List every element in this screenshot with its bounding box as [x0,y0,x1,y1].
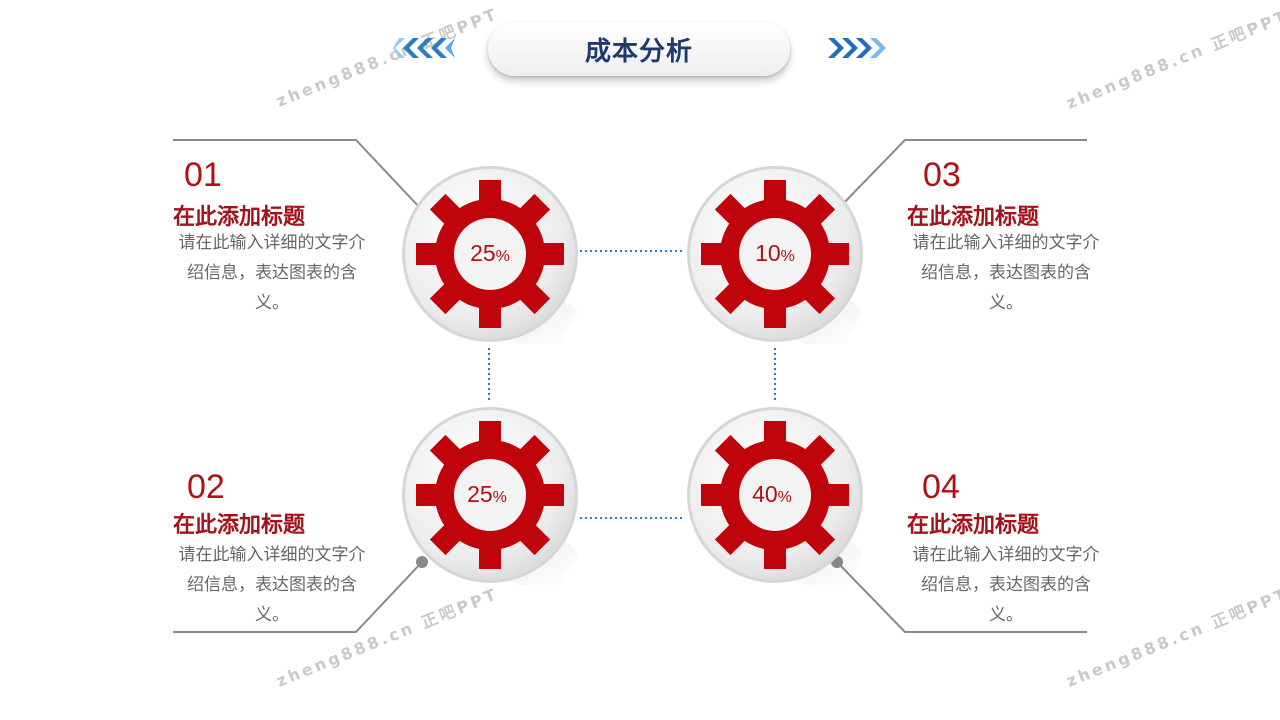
percent-value: 25 [467,481,493,507]
percent-unit: % [780,248,795,265]
percent-value: 25 [470,240,496,266]
gear-icon [687,407,863,585]
percent-unit: % [777,489,792,506]
percent-unit: % [492,489,507,506]
item-title: 在此添加标题 [173,205,306,230]
percent-label: 25% [400,240,580,267]
item-title: 在此添加标题 [907,205,1040,230]
chevrons-left-icon [393,38,455,58]
item-description: 请在此输入详细的文字介绍信息，表达图表的含义。 [912,233,1100,313]
percent-unit: % [495,248,510,265]
item-description: 请在此输入详细的文字介绍信息，表达图表的含义。 [178,233,366,313]
item-number: 03 [923,156,961,194]
gear-item-2 [400,405,580,585]
chevrons-right-icon [828,38,886,58]
item-number: 04 [922,468,960,506]
percent-label: 25% [397,481,577,508]
item-description: 请在此输入详细的文字介绍信息，表达图表的含义。 [912,545,1100,625]
page-title: 成本分析 [584,36,693,67]
item-number: 02 [187,468,225,506]
gear-item-4 [685,405,865,585]
percent-label: 40% [682,481,862,508]
gear-item-3 [685,164,865,344]
title-banner: 成本分析 [488,22,790,76]
item-title: 在此添加标题 [907,513,1040,538]
gear-icon [687,166,863,344]
item-title: 在此添加标题 [173,513,306,538]
gear-icon [402,407,578,585]
gear-item-1 [400,164,580,344]
item-number: 01 [184,156,222,194]
percent-value: 40 [752,481,778,507]
percent-value: 10 [755,240,781,266]
item-description: 请在此输入详细的文字介绍信息，表达图表的含义。 [178,545,366,625]
percent-label: 10% [685,240,865,267]
gear-icon [402,166,578,344]
